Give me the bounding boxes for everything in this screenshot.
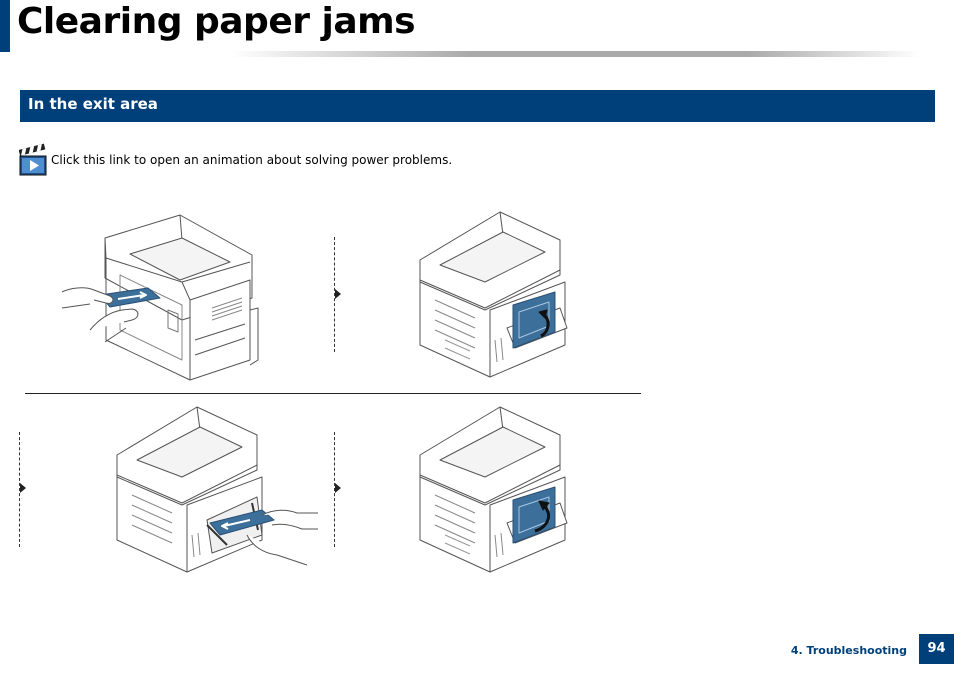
page-number-box: 94: [919, 634, 954, 664]
step-3-marker: [20, 483, 26, 493]
footer-section-name: 4. Troubleshooting: [790, 644, 907, 657]
animation-link[interactable]: Click this link to open an animation abo…: [51, 153, 453, 167]
section-title: In the exit area: [28, 95, 158, 113]
animation-clapperboard-icon[interactable]: [19, 143, 47, 176]
page-title: Clearing paper jams: [17, 1, 416, 42]
section-header: In the exit area: [20, 90, 935, 122]
step-row-divider: [25, 393, 641, 394]
step-4-illustration: [419, 406, 568, 573]
step-4-marker: [335, 483, 341, 493]
step-separator-2: [19, 432, 20, 547]
page-number: 94: [927, 641, 946, 656]
title-underline: [230, 51, 920, 57]
step-separator-1: [334, 237, 335, 352]
step-1-illustration: [61, 214, 259, 381]
title-accent-bar: [0, 0, 10, 52]
step-separator-3: [334, 432, 335, 547]
step-2-marker: [335, 289, 341, 299]
step-2-illustration: [419, 211, 568, 378]
step-3-illustration: [116, 406, 318, 573]
